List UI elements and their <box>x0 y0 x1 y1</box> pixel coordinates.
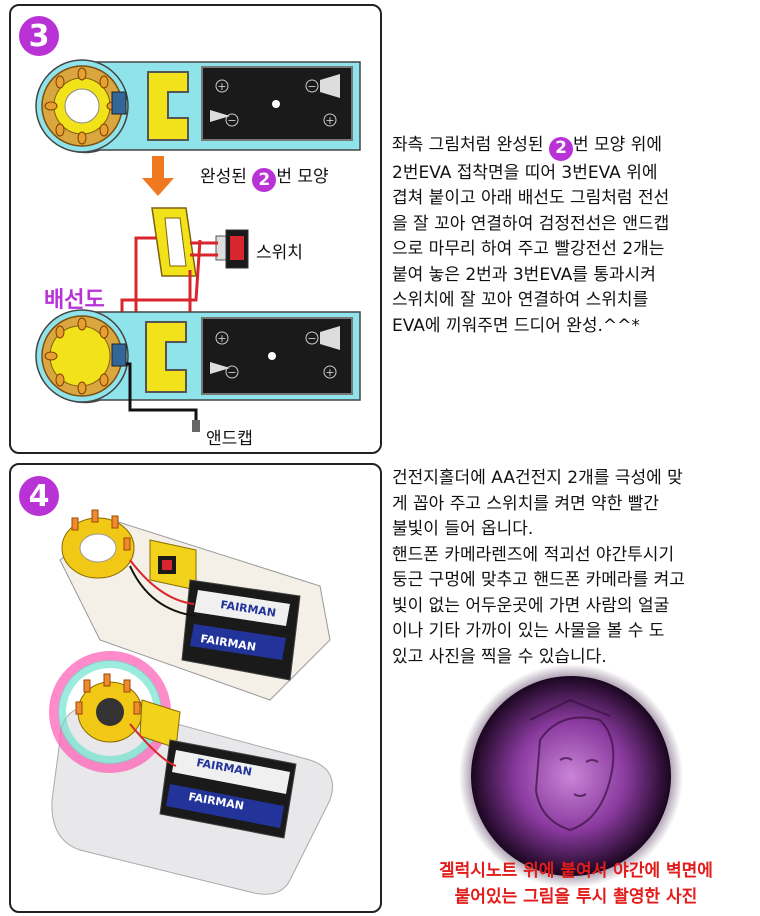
step4-number-badge: 4 <box>19 476 59 516</box>
svg-text:−: − <box>307 332 316 345</box>
caption-line-1: 겔럭시노트 위에 붙여서 야간에 벽면에 <box>439 861 713 881</box>
switch-label: 스위치 <box>256 243 303 263</box>
svg-text:−: − <box>307 80 316 93</box>
bottom-board: + − − + <box>35 309 361 404</box>
svg-text:+: + <box>217 332 226 345</box>
svg-text:−: − <box>227 366 236 379</box>
done-shape-number-badge: 2 <box>252 168 277 192</box>
step4-description: 건전지홀더에 AA건전지 2개를 극성에 맞 게 꼽아 주고 스위치를 켜면 약… <box>392 468 685 667</box>
svg-text:+: + <box>217 80 226 93</box>
night-vision-photo <box>459 664 683 888</box>
wiring-diagram-label: 배선도 <box>44 288 105 313</box>
photo-caption: 겔럭시노트 위에 붙여서 야간에 벽면에 붙어있는 그림을 투시 촬영한 사진 <box>392 858 760 910</box>
svg-text:+: + <box>325 114 334 127</box>
step3-number-badge: 3 <box>19 16 59 56</box>
desc-number-badge: 2 <box>548 136 573 161</box>
svg-text:+: + <box>325 366 334 379</box>
caption-line-2: 붙어있는 그림을 투시 촬영한 사진 <box>454 887 698 907</box>
top-board: + − − + <box>35 59 361 154</box>
phone-with-device: FAIRMAN FAIRMAN <box>49 651 333 895</box>
svg-text:−: − <box>227 114 236 127</box>
endcap-label: 앤드캡 <box>206 429 253 449</box>
assembled-device: FAIRMAN FAIRMAN <box>59 509 331 701</box>
eva-frame <box>151 207 249 277</box>
end-cap <box>192 420 200 432</box>
black-wire <box>126 362 198 426</box>
down-arrow <box>142 156 174 196</box>
